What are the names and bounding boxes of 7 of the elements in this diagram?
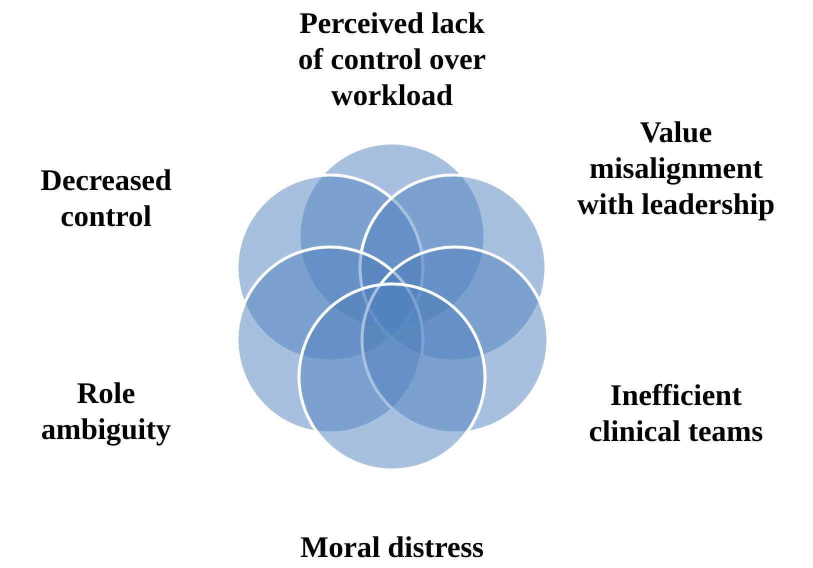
circle-label: Value misalignment with leadership <box>576 115 776 223</box>
circle-label: Moral distress <box>299 530 485 566</box>
circle-label: Perceived lack of control over workload <box>297 6 487 114</box>
circle <box>298 282 486 472</box>
circle-label: Decreased control <box>39 163 173 235</box>
circle-label: Inefficient clinical teams <box>588 378 764 450</box>
circle-label: Role ambiguity <box>40 376 172 448</box>
